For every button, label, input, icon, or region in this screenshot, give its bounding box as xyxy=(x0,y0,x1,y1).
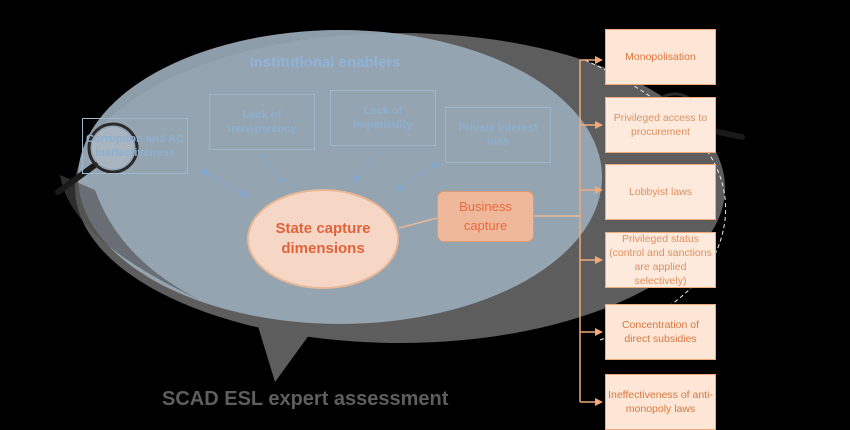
business-capture-label: Business capture xyxy=(459,199,512,233)
state-capture-node: State capture dimensions xyxy=(247,189,399,289)
outcome-anti-monopoly: Ineffectiveness of anti-monopoly laws xyxy=(605,374,716,430)
outcome-label: Privileged status (control and sanctions… xyxy=(609,232,712,288)
state-capture-label: State capture dimensions xyxy=(275,219,371,257)
outcome-procurement: Privileged access to procurement xyxy=(605,97,716,153)
outcome-connector xyxy=(579,59,597,403)
enabler-label: Corruption and AC ineffectiveness xyxy=(86,132,184,159)
bubble-shadow xyxy=(60,175,200,300)
enabler-label: Private interest bias xyxy=(458,121,538,148)
enablers-title: Institutional enablers xyxy=(249,54,401,71)
footer-caption: SCAD ESL expert assessment xyxy=(162,388,449,410)
outcome-label: Privileged access to procurement xyxy=(613,111,708,138)
outcome-label: Concentration of direct subsidies xyxy=(621,318,700,345)
outcome-label: Monopolisation xyxy=(625,50,696,63)
outcome-monopolisation: Monopolisation xyxy=(605,29,716,85)
enabler-label: Lack of transparency xyxy=(227,108,297,135)
enabler-private-interest: Private interest bias xyxy=(445,107,551,163)
outcome-privileged-status: Privileged status (control and sanctions… xyxy=(605,232,716,288)
outcome-arrow-heads xyxy=(595,56,603,406)
outcome-label: Lobbyist laws xyxy=(628,185,693,198)
magnifier-icon xyxy=(55,122,139,195)
enabler-impartiality: Lack of impartiality xyxy=(330,90,436,146)
enabler-corruption: Corruption and AC ineffectiveness xyxy=(82,118,188,174)
outcome-label: Ineffectiveness of anti-monopoly laws xyxy=(608,388,713,415)
outcome-subsidies: Concentration of direct subsidies xyxy=(605,304,716,360)
business-capture-node: Business capture xyxy=(437,191,534,242)
outcome-lobbyist-laws: Lobbyist laws xyxy=(605,164,716,220)
arrow-heads xyxy=(200,163,440,196)
enabler-transparency: Lack of transparency xyxy=(209,94,315,150)
enabler-label: Lack of impartiality xyxy=(353,104,413,131)
connector-line xyxy=(398,217,438,229)
